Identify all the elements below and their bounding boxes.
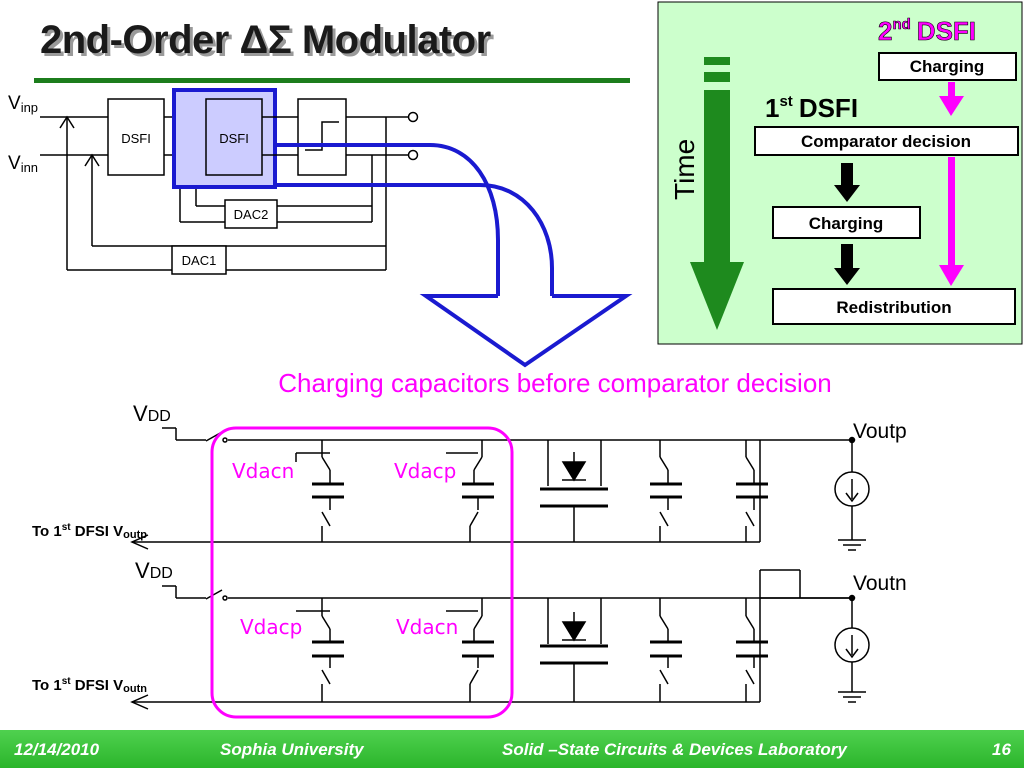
dac2-label: DAC2 <box>234 207 269 222</box>
stage-redistribution-label: Redistribution <box>836 298 951 317</box>
footer-lab: Solid –State Circuits & Devices Laborato… <box>502 740 847 759</box>
time-label: Time <box>669 139 700 200</box>
flow-arrow <box>276 143 633 368</box>
stage-redistribution <box>772 288 1016 325</box>
magenta-arrow-2 <box>939 265 964 286</box>
comparator-block <box>297 98 347 176</box>
dsfi-block-2-label: DSFI <box>219 131 249 146</box>
footer-bar: 12/14/2010 Sophia University Solid –Stat… <box>0 730 1024 768</box>
right-cap-bottom-1 <box>650 598 682 702</box>
transistor-circuit: VDD VDD Voutp <box>32 401 907 710</box>
dac2-block <box>224 199 278 229</box>
dac1-label: DAC1 <box>182 253 217 268</box>
stage-charging <box>772 206 921 239</box>
footer-university: Sophia University <box>220 740 364 759</box>
dsfi-block-1-label: DSFI <box>121 131 151 146</box>
stage-charging-top <box>878 52 1017 81</box>
time-arrow-dash-1 <box>704 57 730 65</box>
stage-comparator-decision <box>754 126 1019 156</box>
switch-cap-cell-2 <box>446 440 494 542</box>
dac1-block <box>171 245 227 275</box>
voutn-label: Voutn <box>853 572 907 595</box>
vdacn-bottom-label: Vdacn <box>396 615 458 639</box>
time-arrow-head <box>690 262 744 330</box>
stage-comparator-decision-label: Comparator decision <box>801 132 971 151</box>
stage-charging-label: Charging <box>809 214 884 233</box>
to-dfsi-outp-label: To 1st DFSI Voutp <box>32 522 147 541</box>
footer-date: 12/14/2010 <box>14 740 100 759</box>
right-cap-top-2 <box>736 440 768 542</box>
vinn-label: Vinn <box>8 153 38 175</box>
input-device-top <box>540 440 608 542</box>
arrow-to-redistribution <box>834 268 860 285</box>
title-underline <box>34 78 630 83</box>
vdacp-top-label: Vdacp <box>394 459 456 483</box>
voutp-label: Voutp <box>853 420 907 443</box>
slide-title: 2nd-Order ΔΣ Modulator <box>40 18 491 62</box>
switch-cap-cell-1 <box>295 440 344 542</box>
arrow-to-charging <box>834 185 860 202</box>
input-device-bottom <box>540 598 608 702</box>
time-arrow-shaft <box>704 90 730 262</box>
vdd-bottom-label: VDD <box>135 558 173 583</box>
slide-diagram: Vinp Vinn DSFI DSFI <box>8 1 1023 719</box>
charging-capacitors-highlight <box>210 426 514 719</box>
switch-cap-cell-4 <box>446 598 494 702</box>
to-dfsi-outn-label: To 1st DFSI Voutn <box>32 676 147 695</box>
vdd-top-label: VDD <box>133 401 171 426</box>
vinp-label: Vinp <box>8 93 38 115</box>
switch-cap-cell-3 <box>296 598 344 702</box>
vdacp-bottom-label: Vdacp <box>240 615 302 639</box>
vdacn-top-label: Vdacn <box>232 459 294 483</box>
dsfi-block-1 <box>107 98 165 176</box>
circuit-caption: Charging capacitors before comparator de… <box>278 368 832 398</box>
dsfi-block-2 <box>205 98 263 176</box>
right-cap-bottom-2 <box>736 598 768 702</box>
stage-charging-top-label: Charging <box>910 57 985 76</box>
time-arrow-dash-2 <box>704 72 730 82</box>
magenta-arrow-1 <box>939 96 964 116</box>
modulator-block-diagram: Vinp Vinn DSFI DSFI <box>8 88 419 275</box>
right-cap-top-1 <box>650 440 682 542</box>
footer-page-number: 16 <box>992 740 1011 759</box>
